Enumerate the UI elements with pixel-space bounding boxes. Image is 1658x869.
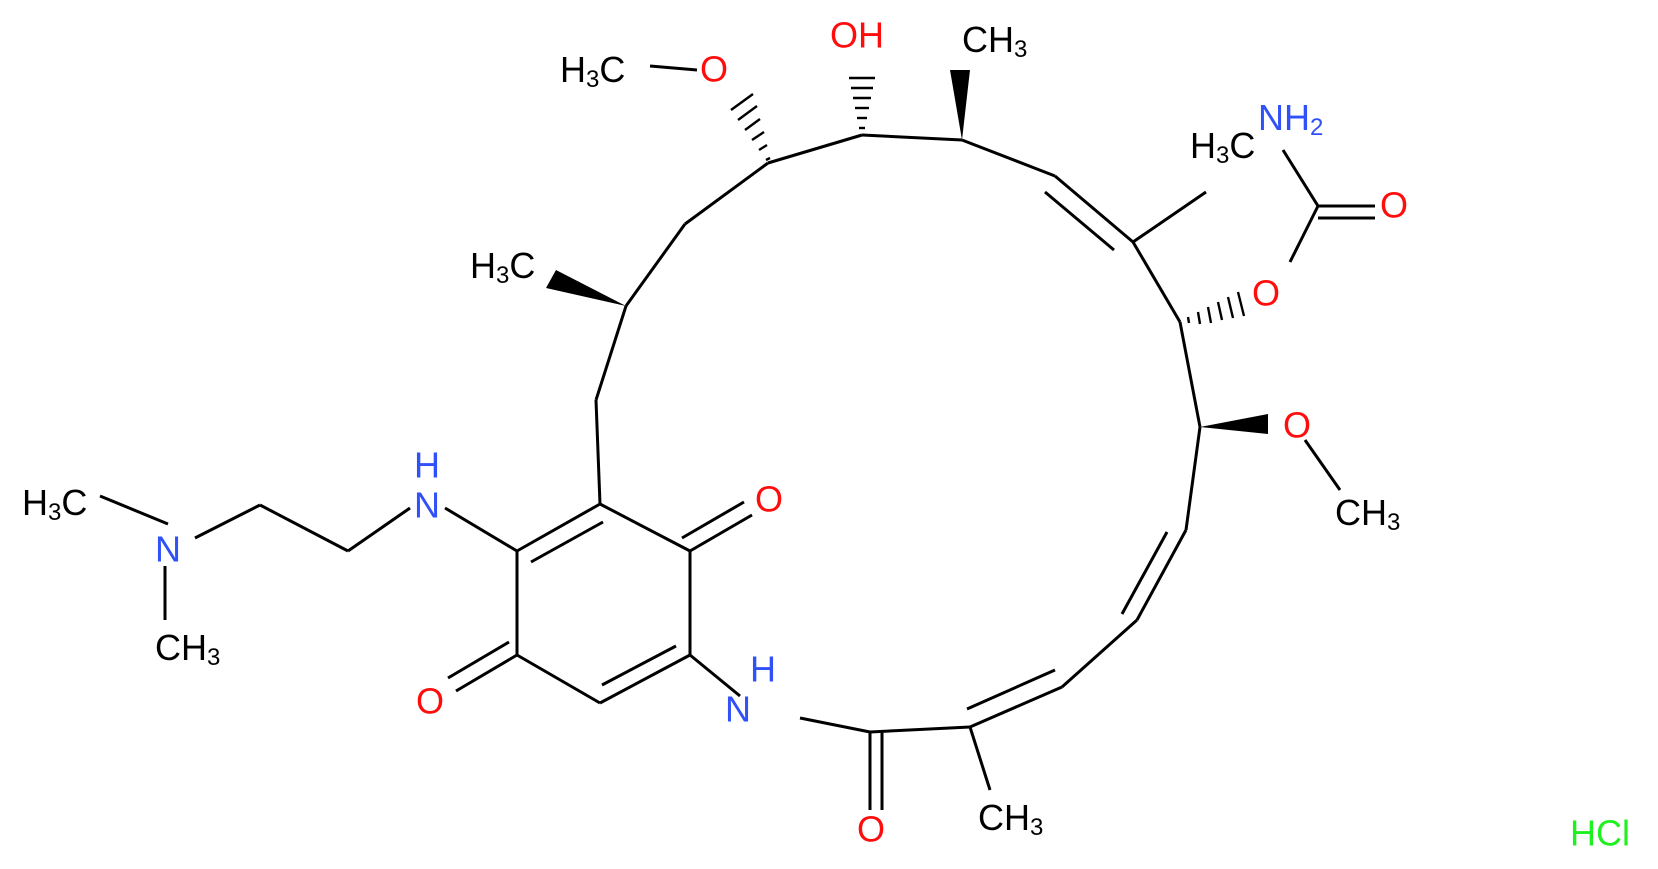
atom-nh-amine-h: H [414,445,440,486]
bonds [99,64,1375,810]
atom-o-quinone-bottom: O [416,681,444,722]
atom-o-carbonyl-carbamate: O [1380,185,1408,226]
salt-label: HCl [1570,813,1630,854]
atom-h3c-top-left: H3C [560,49,625,94]
atom-ch3-top: CH3 [962,19,1027,64]
atom-h3c-left-mid: H3C [470,245,535,290]
atom-ch3-methoxy-right: CH3 [1335,492,1400,537]
hashed-bonds [730,76,1246,325]
atom-o-methoxy-right: O [1283,405,1311,446]
atom-ch3-dimethyl: CH3 [155,627,220,672]
atom-n-dimethyl: N [155,529,181,570]
atom-nh-amide-n: N [725,689,751,730]
atom-o-amide: O [857,809,885,850]
atom-ch3-bottom: CH3 [978,797,1043,842]
atom-o-quinone-top: O [755,479,783,520]
atom-n-amine: N [414,485,440,526]
atom-oh: OH [830,15,884,56]
atom-nh2: NH2 [1258,97,1323,142]
atom-o-carbamate: O [1252,273,1280,314]
wedge-bonds [546,70,1268,434]
atom-labels: H3C O OH CH3 NH2 O H3C O H3C O CH3 H N O… [22,15,1630,854]
atom-nh-amide-h: H [750,649,776,690]
atom-o-methoxy-top: O [700,49,728,90]
atom-h3c-dimethyl: H3C [22,482,87,527]
atom-h3c-right: H3C [1190,125,1255,170]
